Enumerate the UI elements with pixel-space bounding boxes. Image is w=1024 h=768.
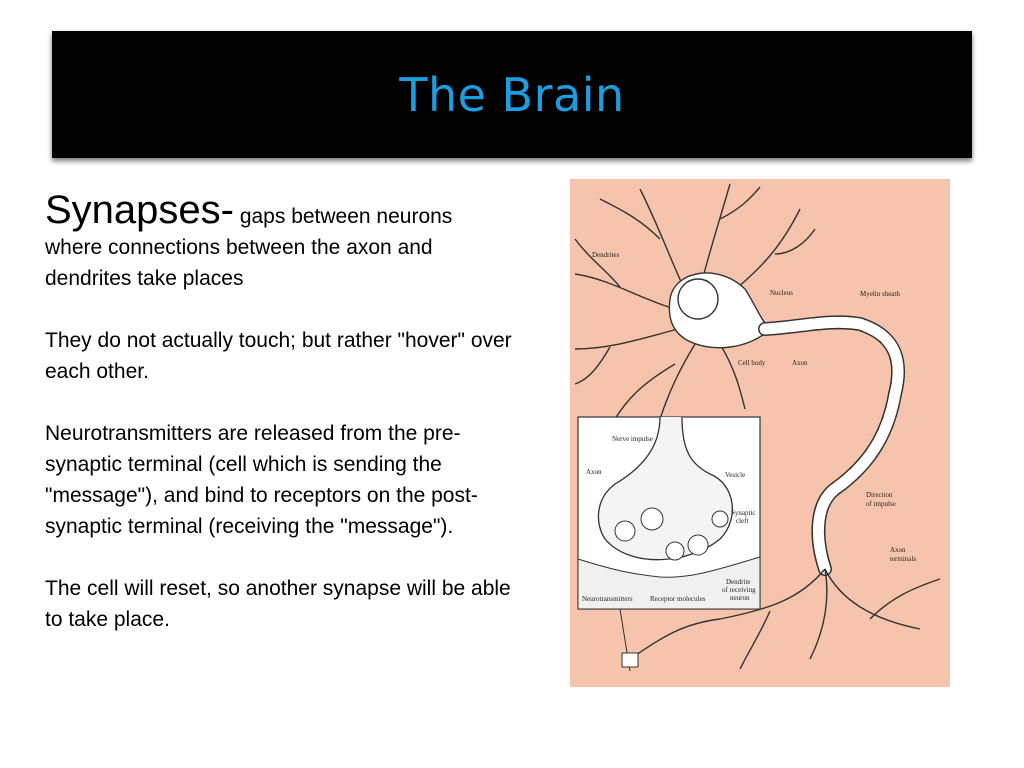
inset-source-box <box>621 652 639 668</box>
paragraph-synapses: Synapses- gaps between neurons where con… <box>45 190 515 294</box>
label-neuron: neuron <box>730 594 750 602</box>
vesicles <box>614 507 729 561</box>
label-nucleus: Nucleus <box>770 289 793 297</box>
neuron-illustration: Dendrites Nucleus Myelin sheath Cell bod… <box>574 183 941 672</box>
label-of-receiving: of receiving <box>722 586 756 594</box>
label-axon-terminals-1: Axon <box>890 546 906 554</box>
label-dendrites: Dendrites <box>592 251 619 259</box>
myelin-sheath <box>759 316 904 575</box>
label-axon: Axon <box>792 359 808 367</box>
slide-body: Synapses- gaps between neurons where con… <box>45 190 515 666</box>
term-synapses: Synapses- <box>45 188 234 232</box>
label-cell-body: Cell body <box>738 359 766 367</box>
label-cleft: cleft <box>736 517 748 525</box>
label-dendrite: Dendrite <box>726 578 751 586</box>
label-nerve-impulse: Nerve impulse <box>612 435 653 443</box>
label-of-impulse: of impulse <box>866 500 896 508</box>
label-neurotransmitters: Neurotransmitters <box>582 595 633 603</box>
neuron-diagram: Dendrites Nucleus Myelin sheath Cell bod… <box>570 179 950 687</box>
label-synaptic: Synaptic <box>731 509 756 517</box>
label-axon-terminals-2: terminals <box>890 555 916 563</box>
label-myelin-sheath: Myelin sheath <box>860 290 900 298</box>
label-vesicle: Vesicle <box>725 471 745 479</box>
label-direction: Direction <box>866 491 893 499</box>
nucleus <box>677 278 719 320</box>
title-bar: The Brain <box>52 31 972 158</box>
paragraph-neurotransmitters: Neurotransmitters are released from the … <box>45 422 478 538</box>
receiving-dendrite <box>577 556 761 610</box>
synapses-definition: gaps between neurons where connections b… <box>45 205 453 290</box>
axon-terminal-branches <box>629 568 941 670</box>
slide-title: The Brain <box>399 67 625 122</box>
label-inset-axon: Axon <box>586 468 602 476</box>
label-receptor-molecules: Receptor molecules <box>650 595 706 603</box>
paragraph-touch: They do not actually touch; but rather "… <box>45 329 512 383</box>
paragraph-reset: The cell will reset, so another synapse … <box>45 577 511 631</box>
